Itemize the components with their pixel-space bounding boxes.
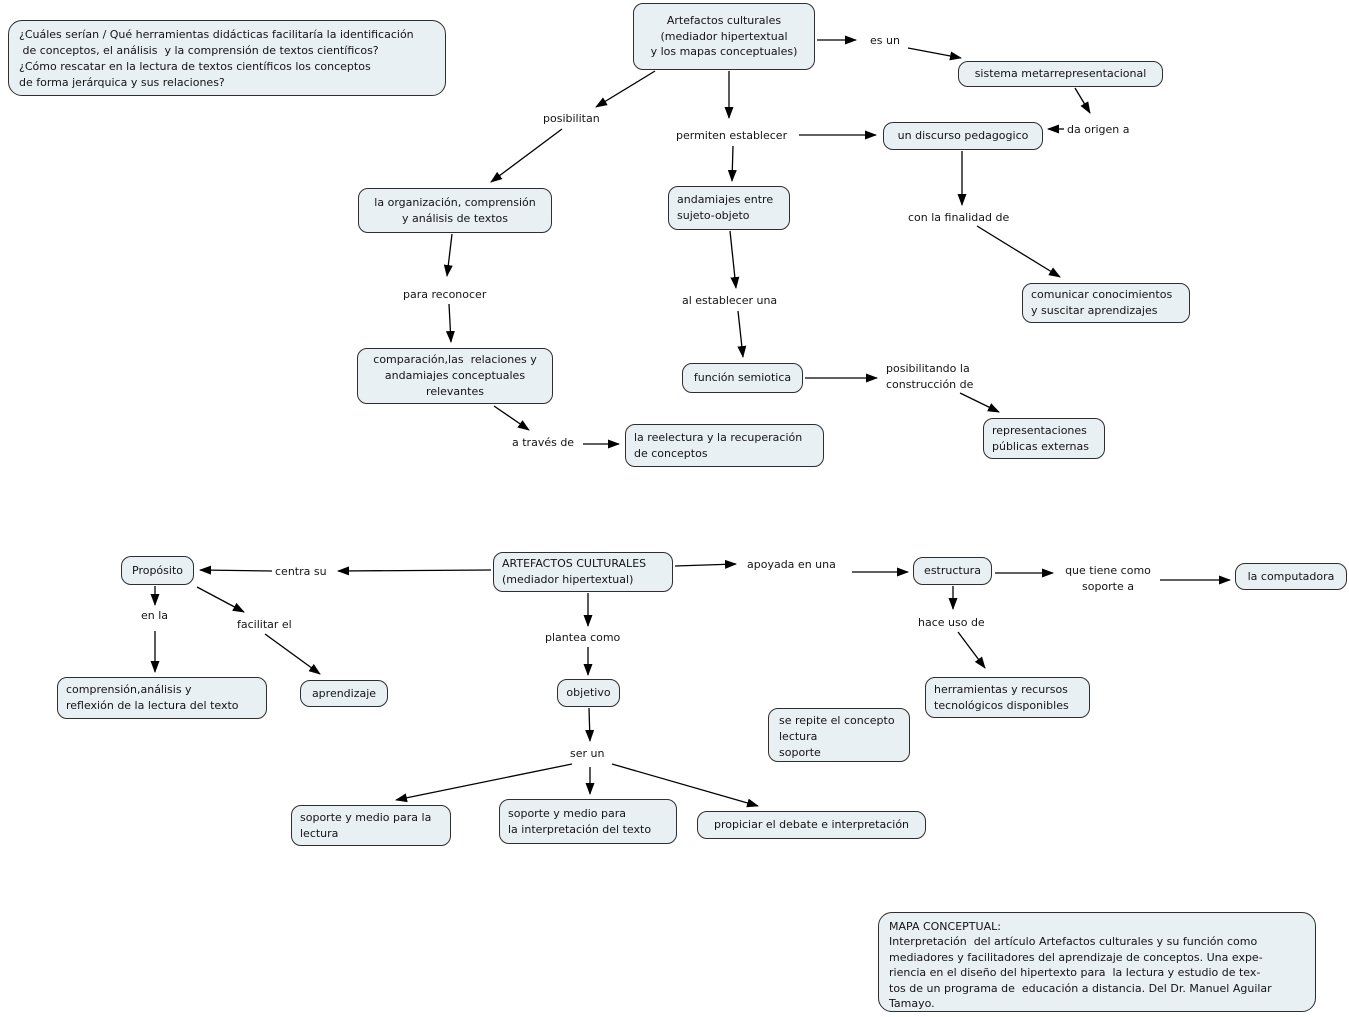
link-label-en-la[interactable]: en la <box>141 609 169 622</box>
node-soporte-medio-lectura[interactable]: soporte y medio para la lectura <box>291 805 451 846</box>
node-herramientas-recursos[interactable]: herramientas y recursos tecnológicos dis… <box>925 677 1090 718</box>
node-soporte-medio-interpretacion[interactable]: soporte y medio para la interpretación d… <box>499 799 677 844</box>
link-label-para-reconocer[interactable]: para reconocer <box>403 288 487 301</box>
node-artefactos-culturales-top[interactable]: Artefactos culturales (mediador hipertex… <box>633 3 815 70</box>
node-representaciones-publicas[interactable]: representaciones públicas externas <box>983 418 1105 459</box>
link-label-posibilitando-construccion[interactable]: posibilitando la construcción de <box>886 362 974 391</box>
arrow-finalidad-comunicar <box>976 225 1061 278</box>
arrow-artefactos-centrasu <box>337 566 492 576</box>
node-comunicar-conocimientos[interactable]: comunicar conocimientos y suscitar apren… <box>1022 283 1190 323</box>
node-organizacion-comprension[interactable]: la organización, comprensión y análisis … <box>358 188 552 233</box>
link-label-da-origen-a[interactable]: da origen a <box>1067 123 1130 136</box>
arrow-posibilitan-organizacion <box>490 128 563 183</box>
link-label-apoyada-en-una[interactable]: apoyada en una <box>747 558 836 571</box>
link-label-hace-uso-de[interactable]: hace uso de <box>918 616 985 629</box>
arrow-andamiajes-alestablecer <box>729 230 740 289</box>
arrow-artefactos-apoyada <box>674 559 737 569</box>
arrow-artefactos-posibilitan <box>595 70 656 108</box>
node-aprendizaje[interactable]: aprendizaje <box>300 680 388 707</box>
node-computadora[interactable]: la computadora <box>1235 563 1347 590</box>
node-comprension-analisis[interactable]: comprensión,análisis y reflexión de la l… <box>57 677 267 719</box>
arrow-objetivo-serun <box>585 707 595 742</box>
node-estructura[interactable]: estructura <box>913 557 992 585</box>
arrow-alestablecer-funcion <box>737 310 747 358</box>
link-label-ser-un[interactable]: ser un <box>570 747 605 760</box>
link-label-plantea-como[interactable]: plantea como <box>545 631 621 644</box>
link-label-posibilitan[interactable]: posibilitan <box>543 112 600 125</box>
arrow-proposito-facilitar <box>196 586 245 613</box>
arrow-haceuso-herramientas <box>957 631 986 669</box>
node-reelectura-recuperacion[interactable]: la reelectura y la recuperación de conce… <box>625 424 824 467</box>
link-label-facilitar-el[interactable]: facilitar el <box>237 618 292 631</box>
node-objetivo[interactable]: objetivo <box>557 679 620 707</box>
link-label-que-tiene-como-soporte[interactable]: que tiene como soporte a <box>1065 564 1151 593</box>
link-label-es-un[interactable]: es un <box>870 34 900 47</box>
node-se-repite-concepto[interactable]: se repite el concepto lectura soporte <box>768 708 910 762</box>
link-label-centra-su[interactable]: centra su <box>275 565 327 578</box>
node-propiciar-debate[interactable]: propiciar el debate e interpretación <box>697 811 926 839</box>
arrow-sistema-daorigen <box>1074 87 1091 114</box>
arrow-reconocer-comparacion <box>445 303 455 343</box>
node-funcion-semiotica[interactable]: función semiotica <box>682 363 803 393</box>
node-mapa-conceptual-note[interactable]: MAPA CONCEPTUAL: Interpretación del artí… <box>878 912 1316 1012</box>
arrow-serun-soportelectura <box>395 763 573 803</box>
arrow-esun-sistema <box>907 47 962 61</box>
node-comparacion-relaciones[interactable]: comparación,las relaciones y andamiajes … <box>357 348 553 404</box>
node-sistema-metarrepresentacional[interactable]: sistema metarrepresentacional <box>958 61 1163 87</box>
arrow-permiten-andamiajes <box>727 145 737 182</box>
node-proposito[interactable]: Propósito <box>121 556 194 585</box>
node-question-box[interactable]: ¿Cuáles serían / Qué herramientas didáct… <box>8 20 446 96</box>
link-label-permiten-establecer[interactable]: permiten establecer <box>676 129 788 142</box>
node-discurso-pedagogico[interactable]: un discurso pedagogico <box>883 122 1043 150</box>
arrow-organizacion-reconocer <box>443 233 453 277</box>
link-label-a-traves-de[interactable]: a través de <box>512 436 575 449</box>
arrow-facilitar-aprendizaje <box>264 633 321 675</box>
node-artefactos-culturales-main[interactable]: ARTEFACTOS CULTURALES (mediador hipertex… <box>493 552 673 592</box>
arrow-comparacion-atraves <box>493 405 530 431</box>
arrow-centrasu-proposito <box>199 565 273 575</box>
link-label-con-la-finalidad-de[interactable]: con la finalidad de <box>908 211 1010 224</box>
arrow-posibilitando-representaciones <box>959 392 1000 413</box>
link-label-al-establecer-una[interactable]: al establecer una <box>682 294 778 307</box>
node-andamiajes-sujeto-objeto[interactable]: andamiajes entre sujeto-objeto <box>668 186 790 230</box>
